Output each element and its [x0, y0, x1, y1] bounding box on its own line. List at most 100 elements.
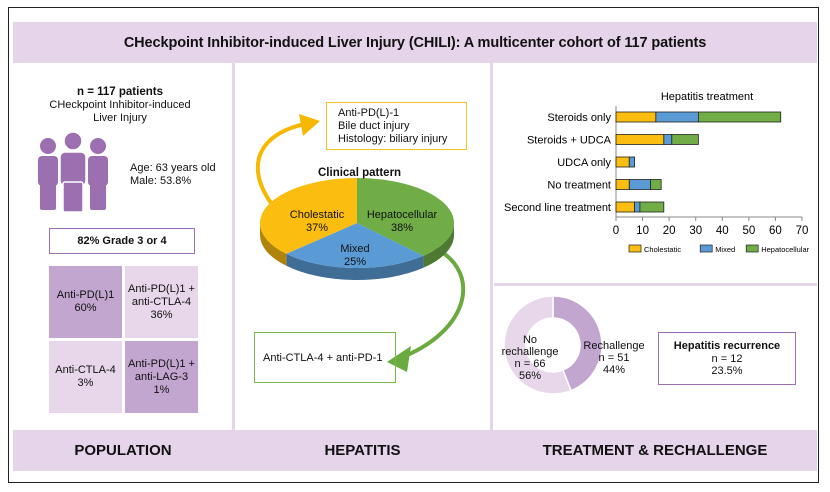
note-line: Histology: biliary injury — [338, 133, 448, 145]
label-line: Rechallenge — [583, 340, 645, 352]
bar-mixed — [663, 134, 673, 145]
bar-chart-title: Hepatitis treatment — [661, 91, 753, 103]
therapy-name-2: anti-LAG-3 — [134, 370, 189, 383]
slice-name: Hepatocellular — [366, 209, 438, 221]
bar-mixed — [655, 111, 699, 123]
rechallenge-label: Rechallenge n = 51 44% — [582, 340, 646, 376]
donut-slice-rechallenge — [552, 295, 603, 392]
bar-cholestatic — [615, 134, 665, 145]
label-pct: 56% — [518, 370, 542, 382]
male-label: Male: 53.8% — [130, 175, 192, 187]
footer-band: POPULATION HEPATITIS TREATMENT & RECHALL… — [13, 430, 817, 471]
therapy-name: Anti-CTLA-4 — [55, 364, 116, 376]
x-tick-label: 0 — [613, 225, 619, 237]
note-line: Bile duct injury — [338, 120, 410, 132]
category-label: UDCA only — [557, 157, 611, 169]
therapy-pct: 1% — [153, 383, 170, 396]
bar-cholestatic — [615, 111, 657, 123]
bar-mixed — [628, 156, 636, 168]
demographics: Age: 63 years old Male: 53.8% — [130, 162, 216, 188]
section-hepatitis: HEPATITIS — [324, 442, 401, 459]
legend-label: Mixed — [715, 245, 735, 254]
recurrence-title: Hepatitis recurrence — [673, 340, 781, 352]
pie-slice-hepatocellular — [357, 178, 454, 256]
hepatocellular-arrow-head — [387, 346, 411, 372]
figure-frame — [8, 7, 819, 483]
bar-mixed — [634, 201, 641, 213]
no-rechallenge-label: No rechallenge n = 66 56% — [500, 334, 560, 382]
hepatitis-graphic — [255, 114, 466, 372]
label-line: rechallenge — [501, 346, 559, 358]
x-tick-label: 10 — [636, 225, 649, 237]
recurrence-n: n = 12 — [711, 352, 743, 365]
pie-slice-cholestatic — [260, 178, 357, 254]
category-label: No treatment — [547, 180, 611, 192]
x-tick-label: 20 — [663, 225, 676, 237]
therapy-name: Anti-PD(L)1 + — [128, 282, 195, 295]
figure-title: CHeckpoint Inhibitor-induced Liver Injur… — [13, 22, 817, 63]
label-line: No — [522, 334, 538, 346]
rechallenge-donut — [503, 295, 603, 395]
bar-cholestatic — [615, 201, 636, 213]
pie-side-cholestatic — [260, 223, 287, 266]
category-label: Steroids + UDCA — [527, 135, 612, 147]
pie-side-hepatocellular — [423, 223, 454, 268]
hepatocellular-note-box: Anti-CTLA-4 + anti-PD-1 — [254, 332, 396, 383]
x-tick-label: 60 — [769, 225, 782, 237]
bar-cholestatic — [615, 179, 630, 190]
section-treatment: TREATMENT & RECHALLENGE — [542, 442, 768, 459]
column-divider-right — [490, 63, 493, 430]
therapy-pct: 60% — [74, 302, 97, 314]
category-label: Second line treatment — [504, 202, 611, 214]
clinical-pattern-pie — [260, 178, 454, 280]
bar-hepatocellular — [650, 179, 662, 190]
legend-label: Cholestatic — [644, 245, 681, 254]
category-label: Steroids only — [547, 112, 611, 124]
label-pct: 44% — [602, 364, 626, 376]
cholestatic-note-box: Anti-PD(L)-1 Bile duct injury Histology:… — [326, 102, 467, 150]
slice-name: Mixed — [340, 243, 370, 255]
patient-count: n = 117 patients — [77, 86, 163, 98]
population-summary: n = 117 patients CHeckpoint Inhibitor-in… — [30, 86, 210, 125]
pie-side-mixed — [286, 253, 424, 280]
x-tick-label: 50 — [742, 225, 755, 237]
x-tick-label: 70 — [796, 225, 809, 237]
therapy-name: Anti-PD(L)1 + — [128, 357, 195, 370]
x-tick-label: 30 — [689, 225, 702, 237]
bar-hepatocellular — [697, 111, 782, 123]
therapy-pct: 3% — [77, 377, 94, 389]
cholestatic-arrow — [255, 122, 306, 216]
slice-name: Cholestatic — [289, 209, 345, 221]
therapy-name: Anti-PD(L)1 — [56, 289, 115, 301]
pie-title: Clinical pattern — [318, 167, 402, 179]
note-line: Anti-PD(L)-1 — [338, 107, 400, 119]
population-subtitle-2: Liver Injury — [93, 112, 147, 124]
bar-hepatocellular — [639, 201, 665, 213]
bar-cholestatic — [615, 156, 630, 168]
population-subtitle-1: CHeckpoint Inhibitor-induced — [49, 99, 191, 111]
cholestatic-arrow-head — [299, 114, 320, 136]
slice-pct: 37% — [305, 222, 329, 234]
label-n: n = 51 — [598, 352, 630, 364]
label-n: n = 66 — [514, 358, 546, 370]
row-divider-right — [494, 283, 817, 286]
age-label: Age: 63 years old — [130, 162, 216, 174]
therapy-name-2: anti-CTLA-4 — [131, 295, 192, 308]
pie-slice-mixed — [286, 223, 424, 268]
legend-swatch-mixed — [699, 244, 713, 253]
legend-swatch-cholestatic — [628, 244, 642, 253]
x-tick-label: 40 — [716, 225, 729, 237]
slice-pct: 38% — [390, 222, 414, 234]
therapy-pct: 36% — [150, 308, 173, 321]
hepatocellular-arrow — [404, 244, 466, 358]
legend-label: Hepatocellular — [761, 245, 809, 254]
bar-mixed — [628, 179, 651, 190]
column-divider-left — [232, 63, 235, 430]
